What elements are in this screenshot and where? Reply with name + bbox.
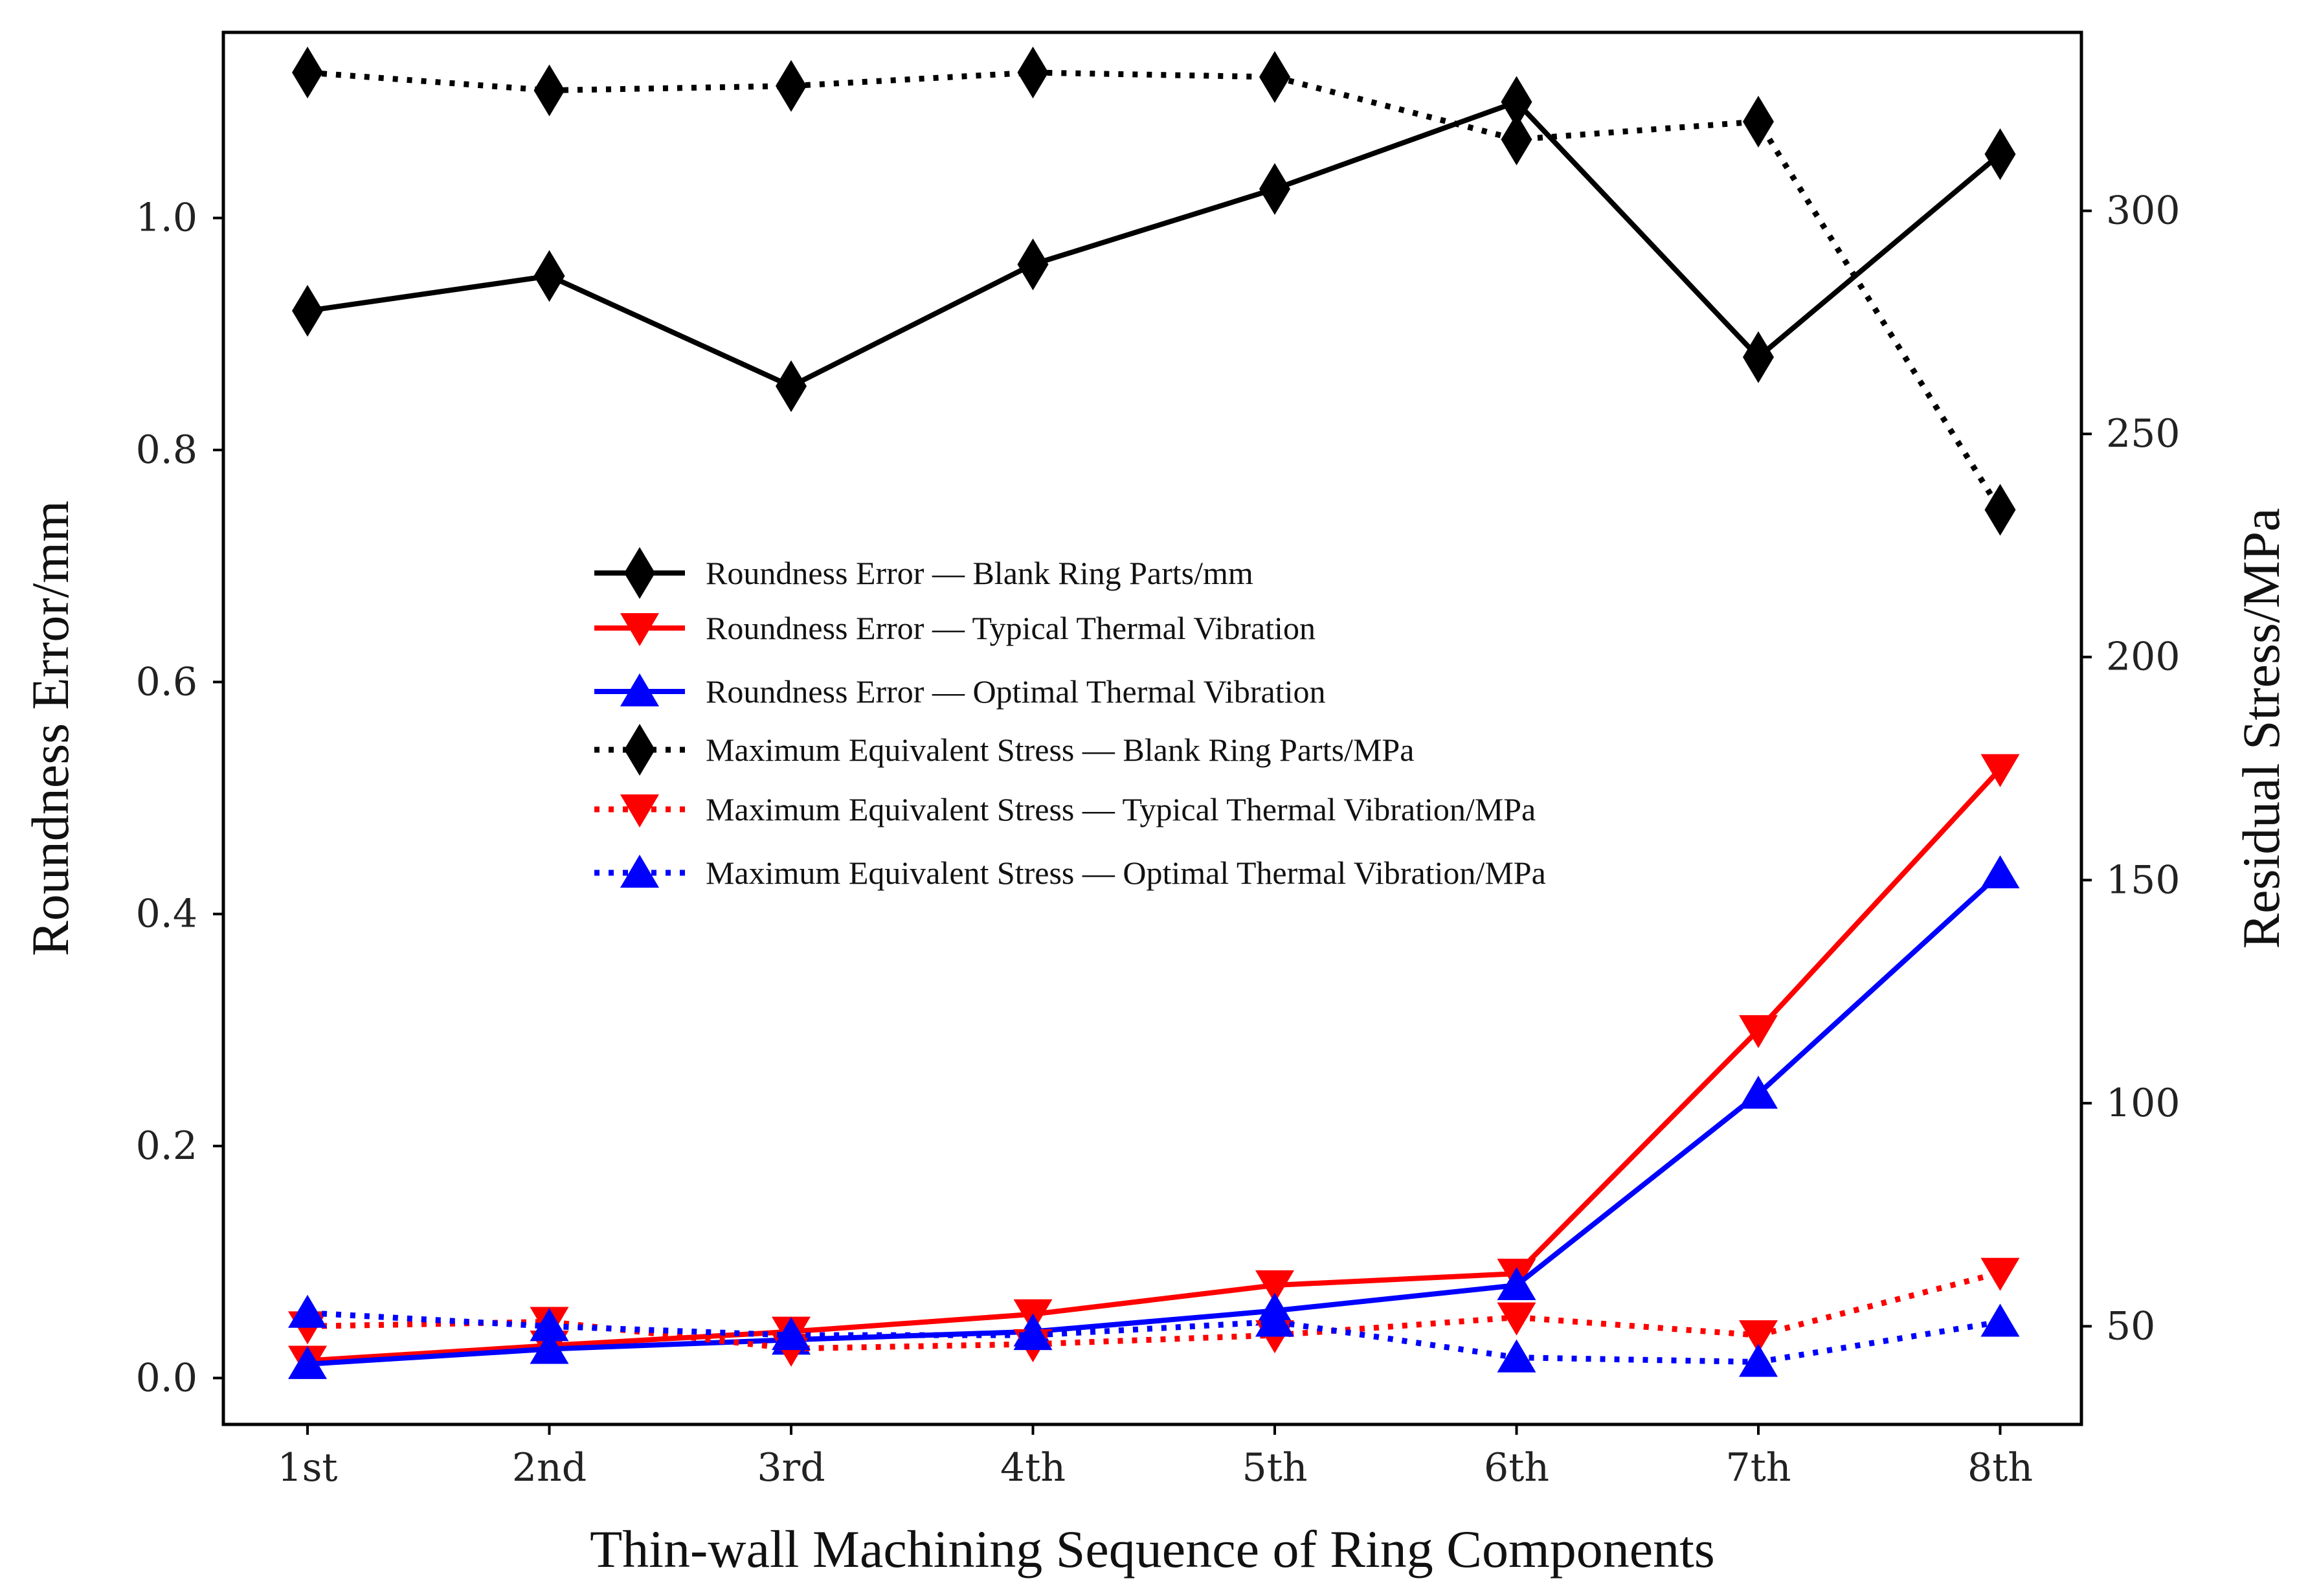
plot-frame — [221, 30, 2083, 1426]
data-point — [292, 285, 323, 337]
data-point — [1739, 1320, 1778, 1354]
x-tick-label: 3rd — [757, 1445, 825, 1490]
data-point — [1739, 1015, 1778, 1048]
data-point — [1980, 1303, 2020, 1337]
data-point — [1017, 238, 1049, 291]
right-y-tick-label: 50 — [2106, 1303, 2155, 1349]
data-point — [1255, 1270, 1294, 1303]
data-point — [1013, 1317, 1053, 1351]
data-point — [533, 64, 565, 117]
series-line — [307, 99, 2002, 389]
series-line — [307, 767, 2002, 1364]
left-y-tick-label: 0.6 — [136, 659, 197, 704]
legend-item: Roundness Error — Blank Ring Parts/mm — [594, 547, 1253, 599]
legend-item: Maximum Equivalent Stress — Typical Ther… — [594, 791, 1536, 827]
right-axis-ticks: 50 100 150 200 250 300 — [2081, 188, 2180, 1349]
data-point — [1980, 855, 2020, 888]
data-point — [1501, 113, 1532, 166]
legend-label: Maximum Equivalent Stress — Blank Ring P… — [706, 732, 1414, 768]
series-3 — [288, 855, 2020, 1379]
data-point — [1980, 1257, 2020, 1291]
left-y-tick-label: 1.0 — [136, 196, 197, 241]
legend-item: Roundness Error — Optimal Thermal Vibrat… — [594, 673, 1326, 710]
data-point — [1255, 1303, 1294, 1337]
left-y-tick-label: 0.2 — [136, 1123, 197, 1169]
legend-item: Maximum Equivalent Stress — Blank Ring P… — [594, 724, 1414, 776]
data-point — [1743, 331, 1774, 383]
data-point — [530, 1308, 569, 1342]
data-point — [1980, 754, 2020, 787]
data-point — [288, 1345, 327, 1379]
data-point — [1984, 484, 2016, 536]
series-4 — [292, 47, 2016, 536]
legend-label: Roundness Error — Typical Thermal Vibrat… — [706, 610, 1316, 646]
x-tick-label: 5th — [1242, 1445, 1308, 1490]
legend: Roundness Error — Blank Ring Parts/mmRou… — [594, 547, 1546, 891]
data-point — [1739, 1075, 1778, 1109]
data-point — [1501, 76, 1532, 128]
legend-marker — [620, 673, 659, 706]
data-point — [1984, 128, 2016, 181]
data-point — [533, 250, 565, 302]
data-point — [1497, 1302, 1536, 1336]
left-axis-ticks: 0.0 0.2 0.4 0.6 0.8 1.0 — [136, 196, 223, 1400]
left-axis-title: Roundness Error/mm — [21, 500, 80, 956]
right-y-tick-label: 200 — [2106, 635, 2180, 680]
data-point — [292, 47, 323, 99]
legend-label: Roundness Error — Optimal Thermal Vibrat… — [706, 673, 1326, 710]
data-point — [772, 1317, 811, 1351]
x-tick-label: 4th — [1000, 1445, 1066, 1490]
x-tick-label: 1st — [277, 1445, 337, 1490]
data-point — [1739, 1343, 1778, 1377]
right-y-tick-label: 150 — [2106, 857, 2180, 903]
legend-marker — [624, 547, 655, 599]
series-2 — [288, 754, 2020, 1379]
left-y-tick-label: 0.4 — [136, 892, 197, 937]
data-point — [1259, 51, 1290, 103]
data-point — [776, 60, 807, 112]
legend-item: Maximum Equivalent Stress — Optimal Ther… — [594, 855, 1546, 891]
series-1 — [292, 76, 2016, 412]
series-layer — [288, 47, 2020, 1379]
x-tick-label: 2nd — [512, 1445, 587, 1490]
left-y-tick-label: 0.0 — [136, 1355, 197, 1400]
right-y-tick-label: 100 — [2106, 1081, 2180, 1126]
legend-label: Maximum Equivalent Stress — Optimal Ther… — [706, 855, 1546, 891]
x-tick-label: 6th — [1484, 1445, 1549, 1490]
right-axis-title: Residual Stress/MPa — [2232, 508, 2291, 949]
series-line — [307, 69, 2003, 511]
data-point — [1743, 95, 1774, 148]
series-line — [307, 871, 2002, 1367]
legend-marker — [624, 724, 655, 776]
legend-marker — [620, 794, 659, 827]
series-line — [307, 1270, 2001, 1352]
data-point — [1497, 1267, 1536, 1300]
x-axis-title: Thin-wall Machining Sequence of Ring Com… — [590, 1520, 1715, 1579]
legend-marker — [620, 613, 659, 646]
x-axis-ticks: 1st 2nd 3rd 4th 5th 6th 7th 8th — [277, 1424, 2033, 1490]
x-tick-label: 8th — [1967, 1445, 2033, 1490]
legend-marker — [620, 855, 659, 888]
data-point — [776, 360, 807, 412]
series-6 — [288, 1294, 2020, 1377]
x-tick-label: 7th — [1726, 1445, 1791, 1490]
data-point — [1259, 163, 1290, 215]
series-line — [307, 1310, 2001, 1366]
legend-label: Maximum Equivalent Stress — Typical Ther… — [706, 791, 1536, 827]
right-y-tick-label: 300 — [2106, 188, 2180, 234]
data-point — [1497, 1339, 1536, 1373]
data-point — [530, 1331, 569, 1364]
legend-label: Roundness Error — Blank Ring Parts/mm — [706, 555, 1253, 591]
data-point — [1017, 47, 1049, 99]
data-point — [288, 1294, 327, 1328]
right-y-tick-label: 250 — [2106, 411, 2180, 456]
left-y-tick-label: 0.8 — [136, 427, 197, 473]
legend-item: Roundness Error — Typical Thermal Vibrat… — [594, 610, 1316, 646]
